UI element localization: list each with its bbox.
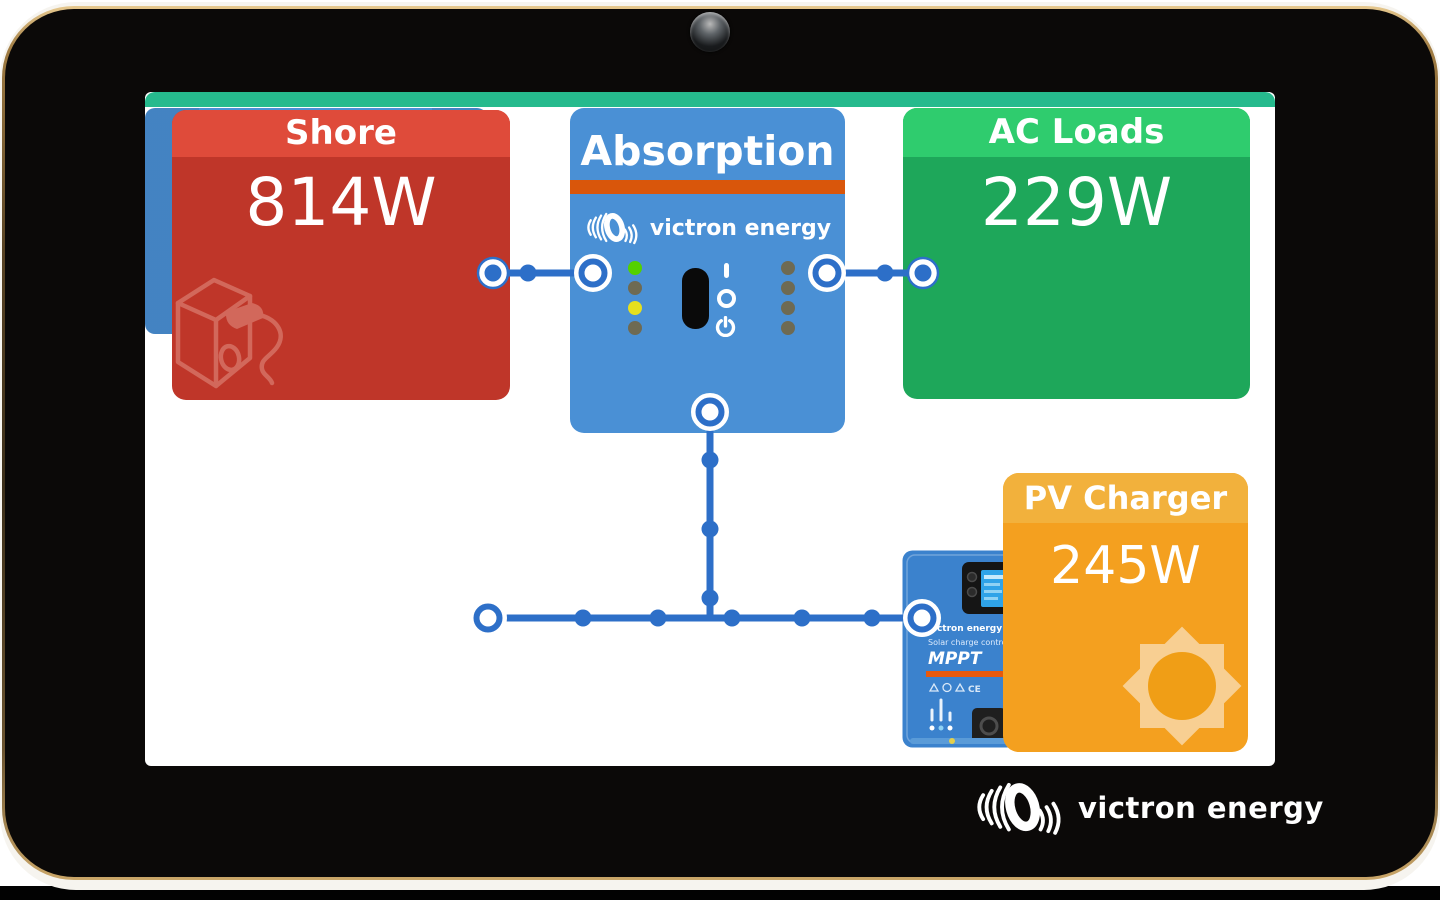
victron-brand-row: victron energy [570,207,845,249]
mppt-model-text: MPPT [928,649,983,669]
status-led [628,281,642,295]
shore-title: Shore [172,110,510,157]
brand-stripe [570,180,845,194]
switch-off-symbol [717,289,736,308]
status-led [781,301,795,315]
cert-marks [928,682,966,693]
led-column-right [781,261,795,335]
victron-brand-text: victron energy [649,215,832,241]
shore-tile[interactable]: Shore 814W [172,110,510,400]
switch-on-symbol [724,263,729,278]
status-led [781,281,795,295]
power-switch [682,268,709,329]
power-icon [715,316,736,337]
battery-top-strip [145,92,1275,107]
status-led [628,261,642,275]
status-led [628,301,642,315]
pv-power-value: 245W [1050,536,1201,596]
shore-power-value: 814W [245,164,437,241]
bezel-brand-text: victron energy [1078,791,1324,825]
status-led [781,261,795,275]
pv-charger-title: PV Charger [1003,473,1248,523]
mppt-type-text: Solar charge controller [928,638,1020,647]
inverter-state-title: Absorption [580,127,835,175]
front-camera-icon [690,12,730,52]
chart-bars-icon [930,698,952,722]
inverter-tile[interactable]: Absorption victron energy [570,108,845,433]
connector-battery [469,599,507,637]
status-led [628,321,642,335]
sun-icon [1122,626,1242,746]
pv-charger-tile[interactable]: PV Charger 245W [1003,473,1248,752]
bezel-brand-logo: victron energy [972,768,1324,848]
victron-torus-icon [977,782,1061,835]
ac-loads-tile[interactable]: AC Loads 229W [903,108,1250,399]
ce-mark: CE [968,685,981,695]
status-led [781,321,795,335]
ac-loads-power-value: 229W [980,164,1173,241]
shore-power-outlet-icon [175,277,283,389]
mppt-brand-text: victron energy [928,624,1002,634]
ac-loads-title: AC Loads [903,108,1250,157]
touchscreen[interactable]: Shore 814W Absorption [145,92,1275,766]
victron-torus-icon [587,212,638,245]
led-column-left [628,261,642,335]
